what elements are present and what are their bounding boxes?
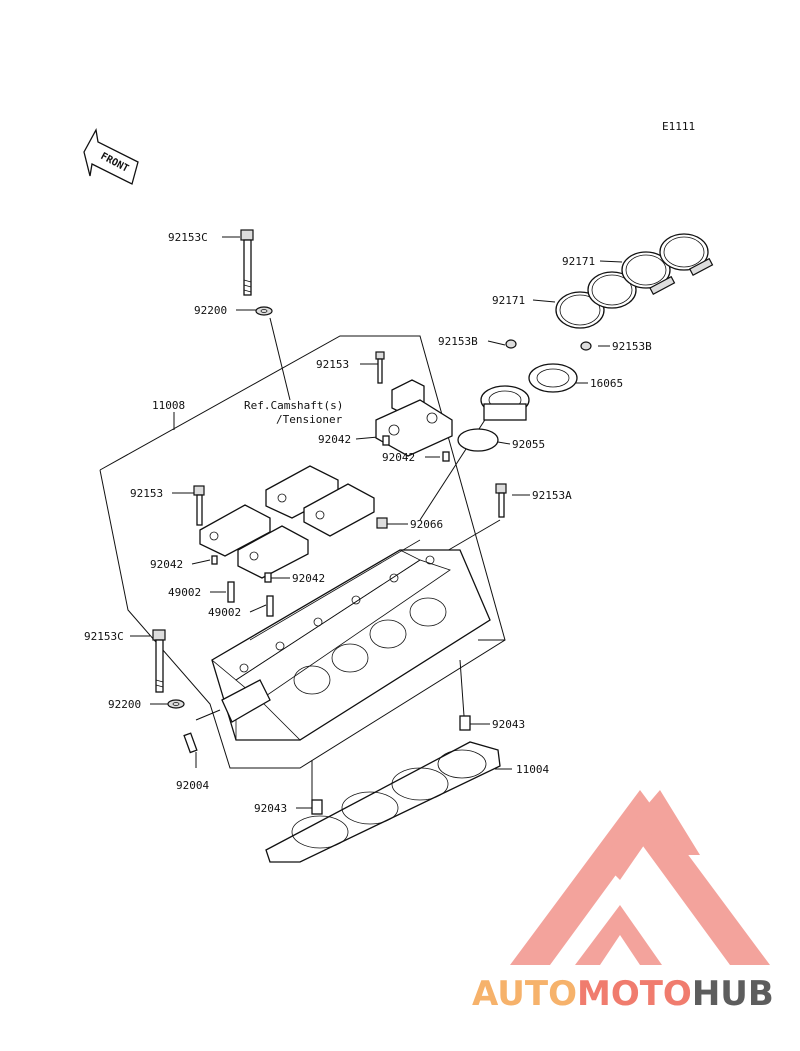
cylinder-head <box>211 539 491 741</box>
callout-92153b-left: 92153B <box>438 335 478 348</box>
callout-labels: 92153C 92200 11008 92153 92153B 92042 92… <box>84 231 652 815</box>
dowel-92042-mid <box>264 572 272 583</box>
callout-92200-top: 92200 <box>194 304 227 317</box>
washer-92200-lower <box>167 699 185 709</box>
callout-92171-right: 92171 <box>562 255 595 268</box>
bolt-92153b-right <box>580 341 592 351</box>
callout-16065: 16065 <box>590 377 623 390</box>
leader-lines <box>130 236 623 809</box>
callout-49002-b: 49002 <box>208 606 241 619</box>
callout-92042-left: 92042 <box>150 558 183 571</box>
watermark-part1: AUTO <box>472 974 577 1014</box>
callout-92153c-lower: 92153C <box>84 630 124 643</box>
callout-92153a: 92153A <box>532 489 572 502</box>
plug-92066 <box>376 517 388 529</box>
callout-92153b-right: 92153B <box>612 340 652 353</box>
cam-caps <box>199 465 375 579</box>
head-gasket <box>265 741 501 863</box>
callout-92153c-top: 92153C <box>168 231 208 244</box>
stud-92004 <box>183 732 198 754</box>
watermark-part2: MOTO <box>577 974 692 1014</box>
watermark-part3: HUB <box>692 974 774 1014</box>
dowel-92043-right <box>459 715 471 731</box>
watermark-text: AUTOMOTOHUB <box>472 974 774 1014</box>
callout-92004: 92004 <box>176 779 209 792</box>
callout-92043-right: 92043 <box>492 718 525 731</box>
callout-92043-left: 92043 <box>254 802 287 815</box>
oring-92055 <box>457 428 499 452</box>
dowel-92042-left <box>211 555 218 565</box>
callout-92171-left: 92171 <box>492 294 525 307</box>
reference-note-line1: Ref.Camshaft(s) <box>244 399 343 412</box>
diagram-code: E1111 <box>662 120 695 133</box>
front-arrow-icon: FRONT <box>83 128 139 185</box>
callout-92042-upper-b: 92042 <box>382 451 415 464</box>
stud-49002-b <box>266 595 274 617</box>
dowel-92043-left <box>311 799 323 815</box>
intake-holders <box>480 363 578 421</box>
dowel-92042-upper-a <box>382 435 390 446</box>
bolt-92153-left <box>193 485 205 526</box>
reference-note-line2: /Tensioner <box>276 413 343 426</box>
callout-92042-mid: 92042 <box>292 572 325 585</box>
assembly-outline <box>99 335 506 769</box>
callout-92153-left: 92153 <box>130 487 163 500</box>
callout-11004: 11004 <box>516 763 549 776</box>
bolt-92153a-right <box>495 483 507 518</box>
bolt-92153c-top <box>240 229 254 296</box>
clamps <box>555 233 714 329</box>
cam-cap-upper <box>375 379 453 457</box>
washer-92200-top <box>255 306 273 316</box>
callout-92066: 92066 <box>410 518 443 531</box>
dowel-92042-upper-b <box>442 451 450 462</box>
stud-49002-a <box>227 581 235 603</box>
callout-92042-upper-a: 92042 <box>318 433 351 446</box>
bolt-92153b-left <box>505 339 517 349</box>
callout-11008: 11008 <box>152 399 185 412</box>
callout-92055: 92055 <box>512 438 545 451</box>
callout-92153-upper: 92153 <box>316 358 349 371</box>
bolt-92153c-lower <box>152 629 166 693</box>
bolt-92153-upper <box>375 351 385 384</box>
watermark-logo <box>510 790 770 965</box>
callout-92200-lower: 92200 <box>108 698 141 711</box>
callout-49002-a: 49002 <box>168 586 201 599</box>
